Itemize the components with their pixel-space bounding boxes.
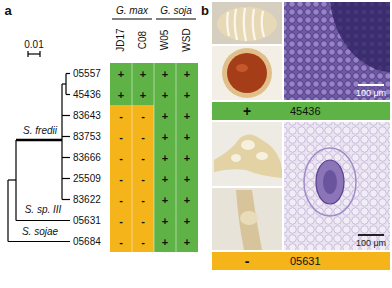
clade-label: S. fredii bbox=[23, 126, 57, 136]
host-species: G. max bbox=[116, 6, 148, 16]
table-cell: - bbox=[119, 152, 123, 163]
table-cell: + bbox=[162, 236, 168, 247]
table-cell: - bbox=[119, 215, 123, 226]
scale-bar-label: 100 μm bbox=[356, 89, 386, 98]
cultivar-label: W05 bbox=[160, 30, 170, 51]
table-cell: + bbox=[118, 89, 124, 100]
strain-label: 05557 bbox=[73, 69, 101, 79]
cultivar-label: C08 bbox=[138, 31, 148, 49]
table-cell: - bbox=[141, 110, 145, 121]
strain-label: 05631 bbox=[73, 216, 101, 226]
host-table bbox=[110, 19, 198, 252]
table-cell: + bbox=[184, 131, 190, 142]
strain-label: 45436 bbox=[282, 106, 321, 117]
table-cell: + bbox=[184, 236, 190, 247]
table-cell: + bbox=[162, 68, 168, 79]
table-cell: + bbox=[184, 173, 190, 184]
table-cell: + bbox=[184, 194, 190, 205]
strain-label: 25509 bbox=[73, 174, 101, 184]
panel-letter: b bbox=[201, 4, 209, 17]
strain-label: 83622 bbox=[73, 195, 101, 205]
cultivar-label: WSD bbox=[182, 28, 192, 51]
table-cell: - bbox=[141, 173, 145, 184]
nodule-photos bbox=[212, 2, 282, 250]
strain-label: 83666 bbox=[73, 153, 101, 163]
scale-bar-label: 100 μm bbox=[356, 239, 386, 248]
strain-label: 05684 bbox=[73, 237, 101, 247]
strain-label: 05631 bbox=[282, 256, 321, 267]
result-bar: +45436 bbox=[212, 102, 390, 120]
result-sign: + bbox=[212, 104, 282, 118]
strain-label: 83753 bbox=[73, 132, 101, 142]
cultivar-label: JD17 bbox=[116, 28, 126, 51]
table-cell: + bbox=[184, 215, 190, 226]
table-cell: - bbox=[119, 110, 123, 121]
table-cell: + bbox=[184, 110, 190, 121]
micrographs bbox=[284, 2, 390, 250]
table-cell: - bbox=[119, 173, 123, 184]
table-cell: - bbox=[141, 236, 145, 247]
host-species: G. soja bbox=[160, 6, 192, 16]
tree bbox=[8, 51, 70, 242]
table-cell: + bbox=[184, 89, 190, 100]
table-cell: + bbox=[162, 110, 168, 121]
table-cell: + bbox=[162, 215, 168, 226]
clade-label: S. sp. III bbox=[25, 205, 62, 215]
table-cell: - bbox=[119, 236, 123, 247]
table-cell: + bbox=[118, 68, 124, 79]
strain-label: 45436 bbox=[73, 90, 101, 100]
table-cell: + bbox=[162, 131, 168, 142]
table-cell: - bbox=[141, 215, 145, 226]
result-sign: - bbox=[212, 254, 282, 268]
clade-label: S. sojae bbox=[22, 227, 58, 237]
table-cell: - bbox=[141, 152, 145, 163]
table-cell: - bbox=[119, 194, 123, 205]
result-bar: -05631 bbox=[212, 252, 390, 270]
table-cell: + bbox=[140, 68, 146, 79]
panel-letter: a bbox=[4, 4, 11, 17]
table-cell: - bbox=[119, 131, 123, 142]
table-cell: + bbox=[140, 89, 146, 100]
table-cell: + bbox=[162, 89, 168, 100]
table-cell: - bbox=[141, 131, 145, 142]
table-cell: + bbox=[162, 152, 168, 163]
strain-label: 83643 bbox=[73, 111, 101, 121]
table-cell: + bbox=[184, 68, 190, 79]
table-cell: + bbox=[162, 194, 168, 205]
table-cell: - bbox=[141, 194, 145, 205]
table-cell: + bbox=[162, 173, 168, 184]
table-cell: + bbox=[184, 152, 190, 163]
scale-value: 0.01 bbox=[24, 40, 43, 50]
